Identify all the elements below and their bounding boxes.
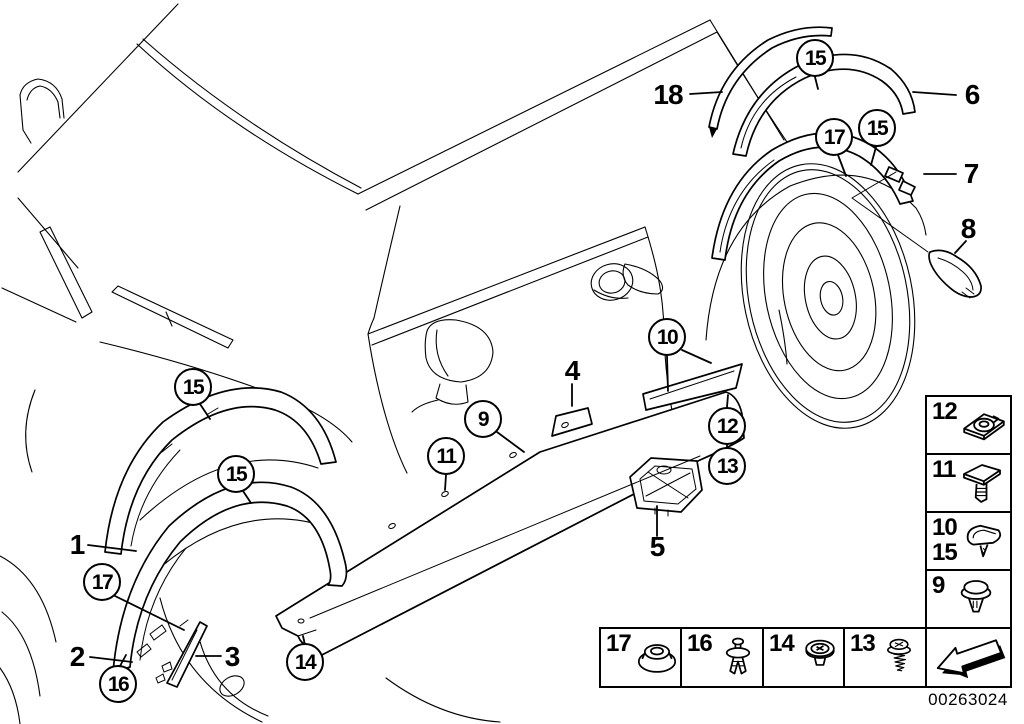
legend-cell-16[interactable]: 16 — [681, 628, 763, 687]
legend-cell-14[interactable]: 14 — [763, 628, 844, 687]
callout-circle-17[interactable]: 17 — [83, 563, 121, 601]
legend-cell-numbers: 14 — [769, 630, 795, 657]
push-rivet-icon — [725, 637, 750, 674]
clip-nut-icon — [963, 413, 1005, 441]
legend-cell-13[interactable]: 13 — [844, 628, 926, 687]
callout-label-5[interactable]: 5 — [649, 531, 666, 562]
legend-part-number-label: 13 — [850, 630, 876, 657]
callout-circle-12[interactable]: 12 — [708, 407, 746, 445]
callout-circle-16[interactable]: 16 — [99, 665, 137, 703]
callout-circle-15[interactable]: 15 — [174, 368, 212, 406]
flange-nut-icon — [637, 643, 676, 673]
legend-cell-numbers: 11 — [932, 456, 956, 483]
legend-cell-numbers: 13 — [850, 630, 876, 657]
callout-circle-11[interactable]: 11 — [427, 437, 465, 475]
expanding-rivet-icon — [963, 464, 1002, 503]
legend-cell-numbers: 12 — [932, 398, 958, 425]
legend-part-number-label: 17 — [606, 630, 632, 657]
legend-part-number-label: 15 — [932, 539, 958, 566]
callout-label-2[interactable]: 2 — [69, 641, 86, 672]
callout-circle-15[interactable]: 15 — [217, 455, 255, 493]
legend-cell-arrow[interactable] — [926, 628, 1011, 687]
legend-part-number-label: 11 — [932, 456, 956, 483]
legend-cell-12[interactable]: 12 — [926, 396, 1011, 454]
callout-label-3[interactable]: 3 — [224, 641, 241, 672]
legend-cell-11[interactable]: 11 — [926, 454, 1011, 512]
grommet-clip-icon — [960, 580, 992, 613]
callout-label-8[interactable]: 8 — [960, 213, 977, 244]
tapping-screw-icon — [886, 638, 911, 671]
callout-circle-15[interactable]: 15 — [796, 39, 834, 77]
callout-circle-17[interactable]: 17 — [815, 118, 853, 156]
plastic-nut-icon — [804, 639, 835, 666]
direction-arrow-icon — [936, 638, 1005, 678]
legend-cell-17[interactable]: 17 — [600, 628, 681, 687]
callout-label-1[interactable]: 1 — [69, 529, 86, 560]
legend-part-number-label: 12 — [932, 398, 958, 425]
callout-label-4[interactable]: 4 — [564, 355, 581, 386]
callout-circle-15[interactable]: 15 — [858, 109, 896, 147]
legend-cell-numbers: 17 — [606, 630, 632, 657]
legend-part-number-label: 14 — [769, 630, 795, 657]
legend-part-number-label: 10 — [932, 514, 958, 541]
callout-label-6[interactable]: 6 — [964, 79, 981, 110]
callout-circle-10[interactable]: 10 — [648, 318, 686, 356]
callout-label-18[interactable]: 18 — [653, 79, 683, 110]
legend-cell-numbers: 16 — [687, 630, 713, 657]
callout-circle-13[interactable]: 13 — [708, 447, 746, 485]
spring-clip-icon — [966, 524, 1001, 558]
legend-part-number-label: 9 — [932, 572, 945, 599]
legend-cell-9[interactable]: 9 — [926, 570, 1011, 628]
callout-label-7[interactable]: 7 — [963, 158, 980, 189]
callout-circle-14[interactable]: 14 — [286, 643, 324, 681]
part-number: 00263024 — [928, 690, 1008, 709]
callout-circle-9[interactable]: 9 — [464, 400, 502, 438]
legend-cell-numbers: 9 — [932, 572, 945, 599]
legend-part-number-label: 16 — [687, 630, 713, 657]
